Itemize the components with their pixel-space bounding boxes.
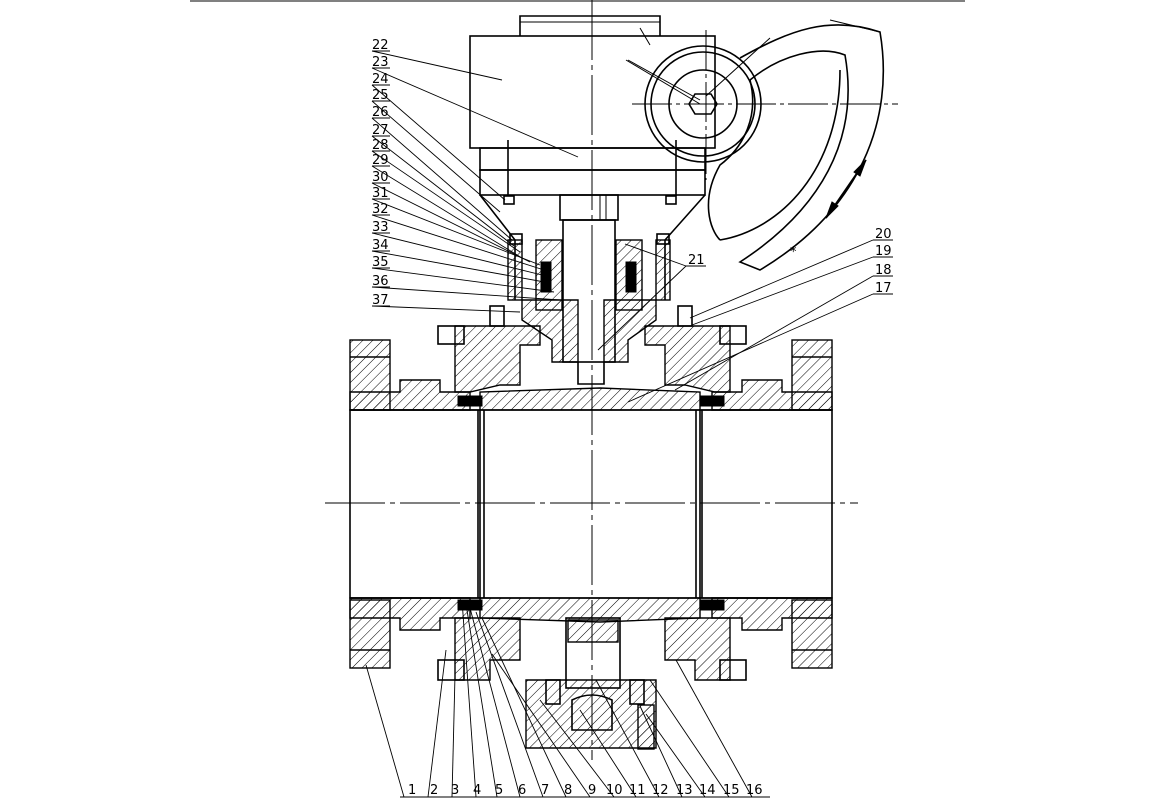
callout-23: 23 xyxy=(372,55,389,70)
callout-5: 5 xyxy=(495,783,503,798)
callout-2: 2 xyxy=(430,783,438,798)
callout-6: 6 xyxy=(518,783,526,798)
callout-8: 8 xyxy=(564,783,572,798)
callout-7: 7 xyxy=(541,783,549,798)
callout-19: 19 xyxy=(875,244,892,259)
callout-26: 26 xyxy=(372,105,389,120)
callouts-bottom: 1 2 3 4 5 6 7 8 9 10 11 12 13 14 15 16 xyxy=(408,783,763,798)
callout-32: 32 xyxy=(372,202,389,217)
stem-bonnet xyxy=(479,194,706,385)
callout-18: 18 xyxy=(875,263,892,278)
callout-13: 13 xyxy=(676,783,693,798)
callout-25: 25 xyxy=(372,88,389,103)
callout-34: 34 xyxy=(372,238,389,253)
callout-33: 33 xyxy=(372,220,389,235)
callout-37: 37 xyxy=(372,293,389,308)
callout-12: 12 xyxy=(652,783,669,798)
callout-29: 29 xyxy=(372,153,389,168)
callout-14: 14 xyxy=(699,783,716,798)
callout-15: 15 xyxy=(723,783,740,798)
callout-24: 24 xyxy=(372,72,389,87)
callout-11: 11 xyxy=(629,783,646,798)
callout-1: 1 xyxy=(408,783,416,798)
callout-4: 4 xyxy=(473,783,481,798)
callout-30: 30 xyxy=(372,170,389,185)
svg-text:*: * xyxy=(790,245,797,260)
callout-21: 21 xyxy=(688,253,705,268)
leader-lines-left xyxy=(371,50,579,313)
leader-lines-bottom xyxy=(365,599,770,798)
callout-20: 20 xyxy=(875,227,892,242)
callout-10: 10 xyxy=(606,783,623,798)
callouts-left: 22 23 24 25 26 27 28 29 30 31 32 33 34 3… xyxy=(372,38,389,308)
gear-quadrant: * xyxy=(625,19,898,271)
callout-9: 9 xyxy=(588,783,596,798)
callout-27: 27 xyxy=(372,123,389,138)
callout-28: 28 xyxy=(372,138,389,153)
callouts-right: 20 19 18 17 21 xyxy=(688,227,892,296)
callout-36: 36 xyxy=(372,274,389,289)
callout-3: 3 xyxy=(451,783,459,798)
callout-31: 31 xyxy=(372,186,389,201)
callout-35: 35 xyxy=(372,255,389,270)
callout-22: 22 xyxy=(372,38,389,53)
leader-lines-right xyxy=(597,239,893,403)
valve-body xyxy=(349,325,833,669)
callout-17: 17 xyxy=(875,281,892,296)
callout-16: 16 xyxy=(746,783,763,798)
